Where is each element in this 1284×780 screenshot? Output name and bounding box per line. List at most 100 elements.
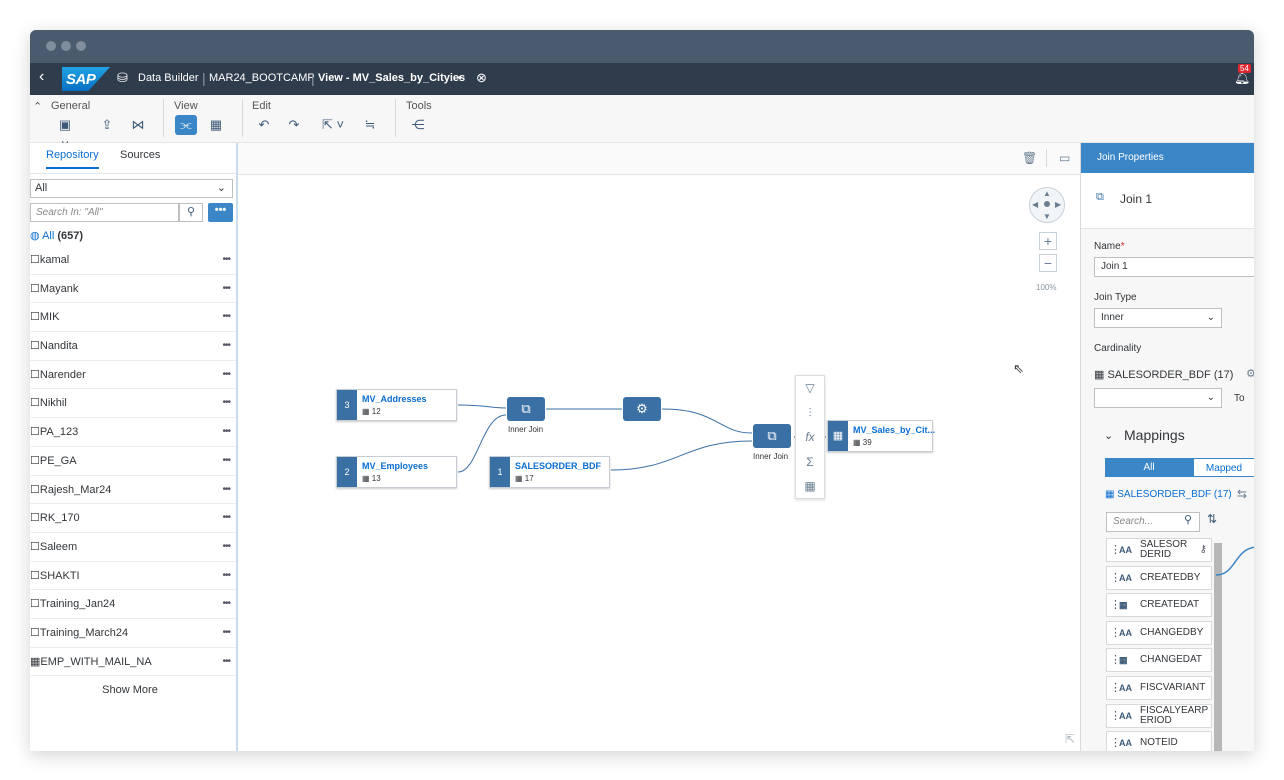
diagram-canvas[interactable]: 3 MV_Addresses ▦ 12 2 MV_Employees ▦ 13 … bbox=[238, 175, 1080, 751]
list-item[interactable]: ☐Mayank••• bbox=[30, 275, 236, 304]
item-more-icon[interactable]: ••• bbox=[222, 454, 230, 466]
auto-layout-icon[interactable]: ≒ bbox=[364, 117, 376, 132]
back-icon[interactable]: ‹ bbox=[39, 68, 45, 85]
field-list-scrollbar[interactable] bbox=[1214, 543, 1222, 751]
table-view-icon[interactable]: ▦ bbox=[209, 117, 223, 132]
bell-icon[interactable]: 🔔︎ bbox=[1234, 70, 1251, 85]
source-table-link[interactable]: ▦ SALESORDER_BDF (17) bbox=[1105, 489, 1232, 500]
filter-icon[interactable]: ▽ bbox=[805, 381, 815, 395]
item-more-icon[interactable]: ••• bbox=[222, 483, 230, 495]
item-more-icon[interactable]: ••• bbox=[222, 512, 230, 524]
node-mv-addresses[interactable]: 3 MV_Addresses ▦ 12 bbox=[336, 389, 457, 421]
segment-all[interactable]: All bbox=[1105, 458, 1193, 477]
share-icon[interactable]: ⋈ bbox=[131, 117, 145, 132]
export-icon[interactable]: ⇱ ˅ bbox=[321, 117, 345, 132]
list-item[interactable]: ☐Training_March24••• bbox=[30, 619, 236, 648]
item-more-icon[interactable]: ••• bbox=[222, 569, 230, 581]
item-more-icon[interactable]: ••• bbox=[222, 397, 230, 409]
item-more-icon[interactable]: ••• bbox=[222, 598, 230, 610]
monitor-icon[interactable]: ▭ bbox=[1059, 151, 1071, 165]
collapse-toolbar-icon[interactable]: ⌃ bbox=[33, 101, 43, 113]
redo-icon[interactable]: ↷ bbox=[288, 117, 300, 132]
drag-handle-icon[interactable]: ⋮ bbox=[1110, 654, 1121, 667]
item-more-icon[interactable]: ••• bbox=[222, 340, 230, 352]
drag-handle-icon[interactable]: ⋮ bbox=[1110, 626, 1121, 639]
impact-lineage-icon[interactable]: ⋲ bbox=[411, 117, 425, 132]
drag-handle-icon[interactable]: ⋮ bbox=[1110, 682, 1121, 694]
field-search-input[interactable]: Search... bbox=[1106, 512, 1200, 532]
list-item[interactable]: ▦EMP_WITH_MAIL_NA••• bbox=[30, 648, 236, 677]
cardinality-settings-icon[interactable]: ⚙︎ bbox=[1246, 368, 1254, 380]
repository-filter-select[interactable]: All ⌄ bbox=[30, 179, 233, 198]
drag-handle-icon[interactable]: ⋮ bbox=[1110, 709, 1121, 722]
maximize-window-dot[interactable] bbox=[76, 41, 86, 51]
list-item[interactable]: ☐MIK••• bbox=[30, 303, 236, 333]
zoom-in-button[interactable]: + bbox=[1039, 232, 1057, 250]
calculated-column-icon[interactable]: fx bbox=[805, 430, 815, 444]
item-more-icon[interactable]: ••• bbox=[222, 626, 230, 638]
search-icon[interactable]: ⚲ bbox=[1184, 514, 1193, 526]
undo-icon[interactable]: ↶ bbox=[258, 117, 270, 132]
drag-handle-icon[interactable]: ⋮ bbox=[1110, 571, 1121, 584]
projection-node[interactable]: ⚙︎ bbox=[623, 397, 661, 421]
list-item[interactable]: ☐Nandita••• bbox=[30, 332, 236, 361]
swap-icon[interactable]: ⇆ bbox=[1237, 487, 1248, 501]
pan-right-icon[interactable]: ▶ bbox=[1055, 200, 1062, 209]
node-output-view[interactable]: ▦ MV_Sales_by_Cit... ▦ 39 bbox=[827, 420, 935, 452]
name-input[interactable]: Join 1 bbox=[1094, 257, 1254, 277]
projection-icon[interactable]: ⫶ bbox=[808, 405, 812, 420]
aggregation-icon[interactable]: Σ bbox=[806, 454, 814, 469]
breadcrumb-space[interactable]: MAR24_BOOTCAMP bbox=[209, 72, 315, 84]
item-more-icon[interactable]: ••• bbox=[222, 655, 230, 667]
list-item[interactable]: ☐Training_Jan24••• bbox=[30, 590, 236, 619]
list-item[interactable]: ☐kamal••• bbox=[30, 246, 236, 275]
item-more-icon[interactable]: ••• bbox=[222, 311, 230, 323]
item-more-icon[interactable]: ••• bbox=[222, 368, 230, 380]
list-item[interactable]: ☐Narender••• bbox=[30, 361, 236, 390]
minimize-window-dot[interactable] bbox=[61, 41, 71, 51]
list-item[interactable]: ☐RK_170••• bbox=[30, 504, 236, 533]
tab-sources[interactable]: Sources bbox=[120, 149, 161, 161]
drag-handle-icon[interactable]: ⋮ bbox=[1110, 544, 1121, 556]
item-more-icon[interactable]: ••• bbox=[222, 426, 230, 438]
join-node-2[interactable]: ⧉ bbox=[753, 424, 791, 448]
delete-icon[interactable]: 🗑︎ bbox=[1022, 151, 1038, 165]
zoom-out-button[interactable]: − bbox=[1039, 254, 1057, 272]
pan-center-icon[interactable] bbox=[1044, 201, 1050, 207]
join-type-select[interactable]: Inner ⌄ bbox=[1094, 308, 1222, 328]
collapse-mappings-icon[interactable]: ⌄ bbox=[1104, 430, 1114, 442]
cardinality-select[interactable]: ⌄ bbox=[1094, 388, 1222, 408]
drag-handle-icon[interactable]: ⋮ bbox=[1110, 599, 1121, 612]
mapping-field-row[interactable]: ⋮▦CHANGEDAT bbox=[1106, 648, 1212, 673]
diagram-view-icon[interactable]: ⫘ bbox=[175, 115, 197, 135]
item-more-icon[interactable]: ••• bbox=[222, 282, 230, 294]
list-item[interactable]: ☐Nikhil••• bbox=[30, 389, 236, 419]
app-name[interactable]: Data Builder bbox=[138, 72, 199, 84]
fit-to-screen-icon[interactable]: ⇱ bbox=[1065, 732, 1076, 746]
list-item[interactable]: ☐Saleem••• bbox=[30, 533, 236, 562]
list-item[interactable]: ☐PA_123••• bbox=[30, 418, 236, 447]
join-node-1[interactable]: ⧉ bbox=[507, 397, 545, 421]
pan-up-icon[interactable]: ▲ bbox=[1043, 189, 1051, 198]
sort-icon[interactable]: ⇅ bbox=[1207, 512, 1218, 526]
segment-mapped[interactable]: Mapped bbox=[1193, 458, 1254, 477]
close-window-dot[interactable] bbox=[46, 41, 56, 51]
list-item[interactable]: ☐SHAKTI••• bbox=[30, 562, 236, 591]
mapping-field-row[interactable]: ⋮▦CREATEDAT bbox=[1106, 593, 1212, 618]
show-more-link[interactable]: Show More bbox=[102, 684, 158, 696]
node-salesorder-bdf[interactable]: 1 SALESORDER_BDF ▦ 17 bbox=[489, 456, 610, 488]
list-item[interactable]: ☐PE_GA••• bbox=[30, 447, 236, 476]
more-options-button[interactable]: ••• bbox=[208, 203, 233, 222]
close-tab-icon[interactable]: ⊗ bbox=[476, 70, 487, 85]
navigation-control[interactable]: ▲ ▼ ◀ ▶ bbox=[1029, 187, 1065, 223]
all-objects-count[interactable]: ◍ All (657) bbox=[30, 230, 84, 242]
save-icon[interactable]: ▣ ˅ bbox=[58, 117, 72, 152]
pan-down-icon[interactable]: ▼ bbox=[1043, 212, 1051, 221]
pan-left-icon[interactable]: ◀ bbox=[1032, 200, 1039, 209]
